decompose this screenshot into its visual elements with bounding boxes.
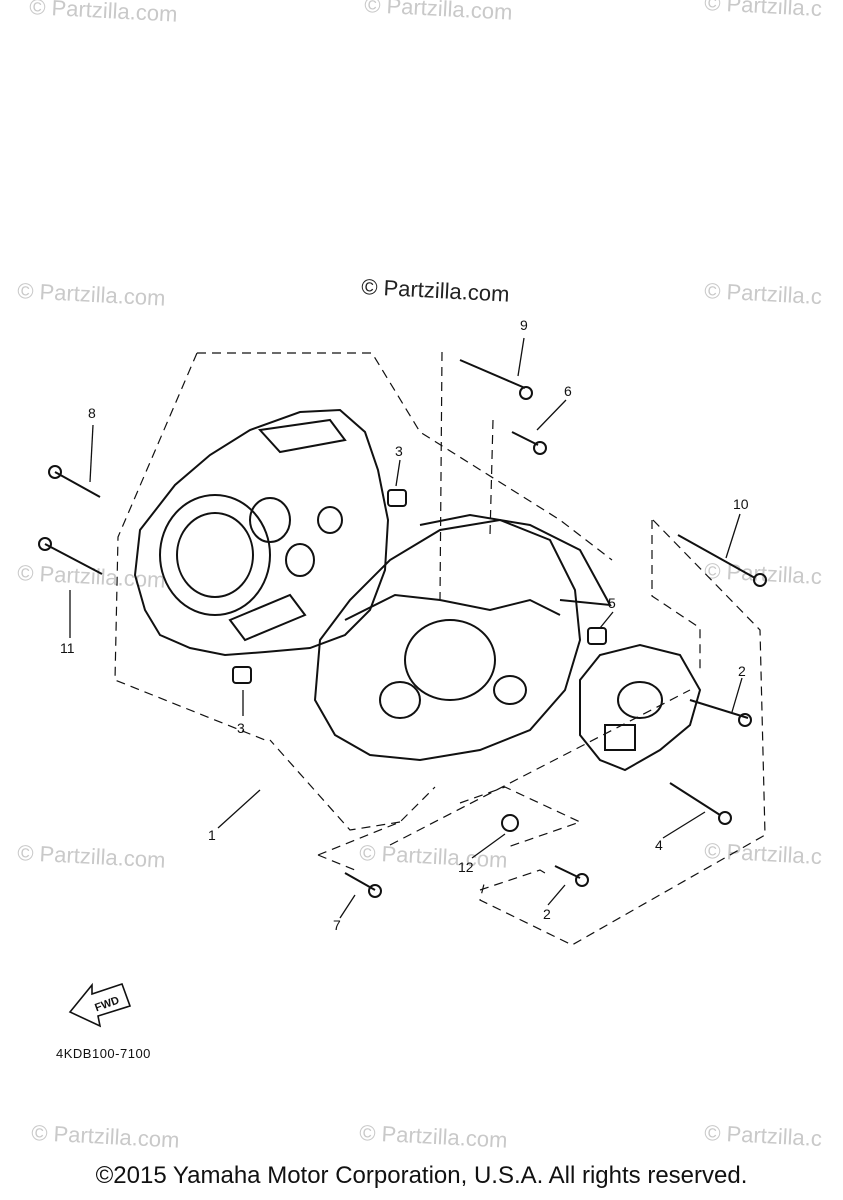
callout-5: 5 (608, 595, 616, 611)
fwd-arrow-icon (68, 982, 132, 1028)
diagram-code: 4KDB100-7100 (56, 1046, 151, 1061)
fwd-label: FWD (93, 994, 121, 1014)
callout-11: 11 (60, 640, 75, 656)
right-crankcase-half (313, 513, 612, 762)
leader-base (389, 689, 691, 846)
leader-bolt-7 (317, 786, 436, 856)
oil-pump-part (579, 643, 702, 772)
leader-right-group (651, 520, 701, 670)
callout-8: 8 (88, 405, 96, 421)
callout-leaders (69, 337, 743, 919)
callout-1: 1 (208, 827, 216, 843)
callout-3: 3 (395, 443, 403, 459)
bolts (38, 359, 767, 898)
callout-3b: 3 (237, 720, 245, 736)
callout-7: 7 (333, 917, 341, 933)
leader-bolt-7b (317, 854, 356, 871)
leader-case1 (269, 739, 401, 831)
left-crankcase-half (133, 408, 390, 657)
leader-bolt-6 (489, 419, 494, 536)
leader-right-outer (479, 519, 766, 946)
callout-2: 2 (738, 663, 746, 679)
leader-left-group (197, 352, 613, 561)
callout-9: 9 (520, 317, 528, 333)
dowel-pins (232, 489, 607, 684)
leader-lower-box (459, 786, 582, 849)
leader-bolt-9 (439, 351, 443, 601)
copyright-notice: ©2015 Yamaha Motor Corporation, U.S.A. A… (95, 1162, 748, 1189)
callout-6: 6 (564, 383, 572, 399)
callout-12: 12 (458, 859, 474, 875)
callout-4: 4 (655, 837, 663, 853)
leader-lower-box-2 (479, 869, 546, 891)
callout-10: 10 (733, 496, 749, 512)
leader-left-group-2 (114, 352, 266, 741)
callout-2b: 2 (543, 906, 551, 922)
